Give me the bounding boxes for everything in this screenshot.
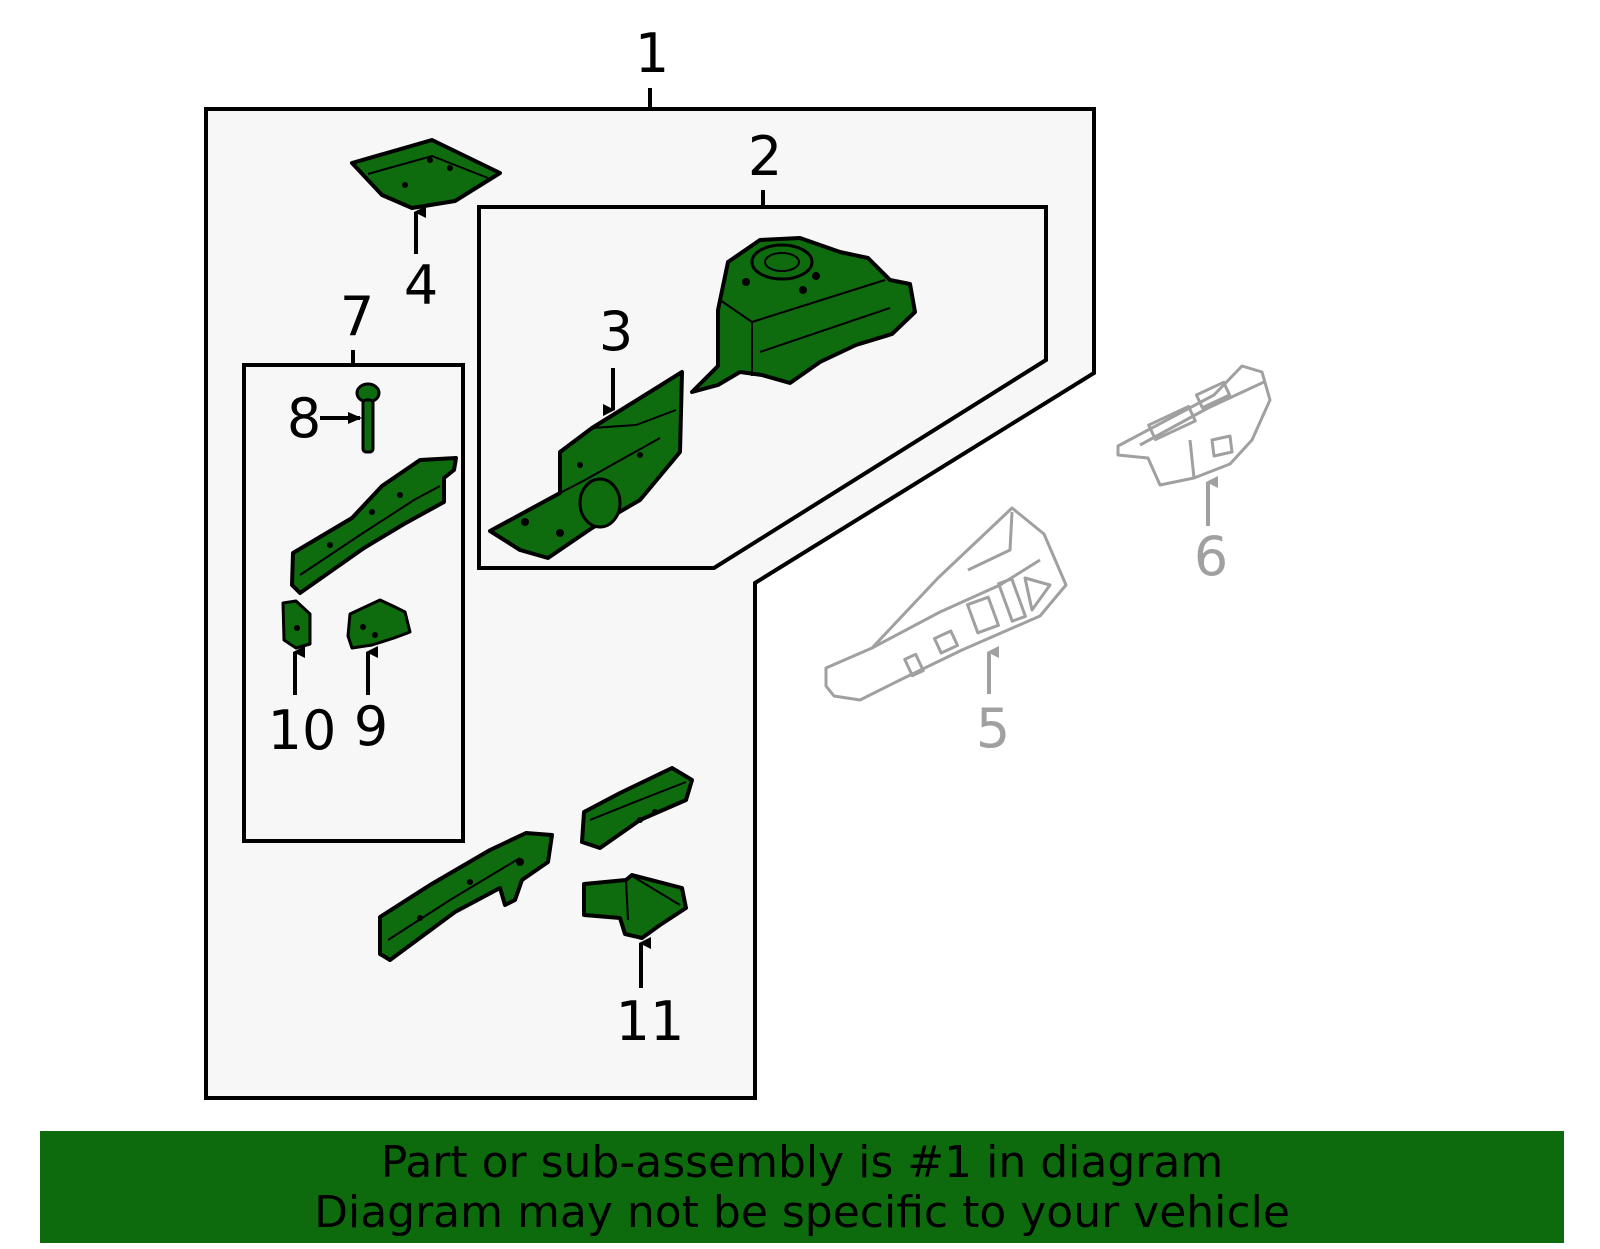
part-11-bracket[interactable] (582, 873, 688, 940)
callout-10: 10 (268, 699, 337, 762)
callout-7: 7 (340, 285, 374, 348)
callout-8: 8 (287, 387, 321, 450)
callout-1: 1 (635, 22, 669, 85)
part-2-wheelhouse[interactable] (690, 236, 917, 394)
part-5-ghost-rail[interactable] (824, 506, 1068, 702)
notice-banner: Part or sub-assembly is #1 in diagram Di… (40, 1131, 1564, 1243)
part-10-bracket[interactable] (281, 599, 312, 650)
callout-2: 2 (748, 125, 782, 188)
callout-11: 11 (616, 990, 685, 1053)
assembly-7-box (242, 363, 465, 843)
callout-4: 4 (404, 254, 438, 317)
part-rail-extension[interactable] (580, 766, 694, 850)
part-3-inner-panel[interactable] (488, 370, 684, 560)
callout-3: 3 (599, 300, 633, 363)
part-6-ghost-bracket[interactable] (1116, 364, 1272, 487)
part-lower-rail[interactable] (378, 831, 554, 962)
part-7-upper-rail[interactable] (290, 456, 458, 595)
callout-6: 6 (1194, 525, 1228, 588)
part-9-bracket[interactable] (346, 598, 412, 650)
banner-line-1: Part or sub-assembly is #1 in diagram (380, 1137, 1224, 1188)
banner-line-2: Diagram may not be specific to your vehi… (314, 1187, 1290, 1238)
part-8-bolt[interactable] (355, 382, 381, 454)
callout-5: 5 (976, 697, 1010, 760)
callout-9: 9 (354, 695, 388, 758)
part-4-shelf-panel[interactable] (350, 138, 502, 210)
